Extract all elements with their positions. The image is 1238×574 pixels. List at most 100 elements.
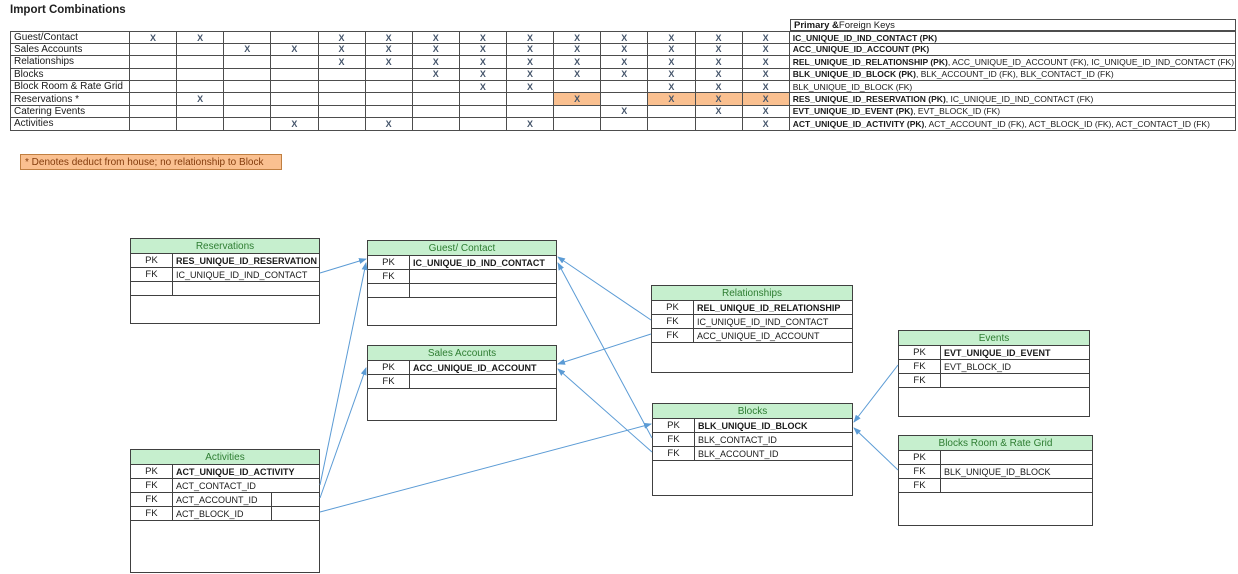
entity-row[interactable]: FK: [899, 478, 1092, 492]
matrix-cell[interactable]: [601, 93, 649, 106]
matrix-cell[interactable]: X: [177, 93, 225, 106]
matrix-cell[interactable]: [318, 105, 366, 119]
matrix-cell[interactable]: X: [648, 31, 696, 44]
matrix-key-cell[interactable]: EVT_UNIQUE_ID_EVENT (PK), EVT_BLOCK_ID (…: [789, 105, 1236, 119]
matrix-cell[interactable]: X: [695, 93, 743, 106]
matrix-cell[interactable]: [412, 80, 460, 94]
matrix-cell[interactable]: [224, 118, 272, 131]
matrix-cell[interactable]: [365, 93, 413, 106]
matrix-cell[interactable]: X: [554, 31, 602, 44]
matrix-cell[interactable]: [130, 118, 178, 131]
matrix-cell[interactable]: X: [554, 68, 602, 81]
matrix-cell[interactable]: X: [412, 31, 460, 44]
matrix-cell[interactable]: [271, 56, 319, 69]
entity-row[interactable]: PK: [899, 450, 1092, 464]
matrix-cell[interactable]: X: [271, 43, 319, 57]
matrix-cell[interactable]: [648, 118, 696, 131]
matrix-cell[interactable]: X: [648, 80, 696, 94]
matrix-cell[interactable]: X: [507, 118, 555, 131]
matrix-key-cell[interactable]: REL_UNIQUE_ID_RELATIONSHIP (PK), ACC_UNI…: [789, 56, 1236, 69]
matrix-key-cell[interactable]: RES_UNIQUE_ID_RESERVATION (PK), IC_UNIQU…: [789, 93, 1236, 106]
matrix-cell[interactable]: X: [648, 43, 696, 57]
matrix-cell[interactable]: X: [742, 43, 790, 57]
matrix-cell[interactable]: [224, 31, 272, 44]
matrix-cell[interactable]: X: [459, 31, 507, 44]
matrix-cell[interactable]: X: [742, 31, 790, 44]
matrix-cell[interactable]: [412, 105, 460, 119]
matrix-cell[interactable]: X: [412, 68, 460, 81]
matrix-cell[interactable]: [459, 118, 507, 131]
relationship-arrow[interactable]: [319, 367, 367, 499]
matrix-key-cell[interactable]: IC_UNIQUE_ID_IND_CONTACT (PK): [789, 31, 1236, 44]
matrix-row-label[interactable]: Reservations *: [10, 93, 130, 106]
matrix-cell[interactable]: [130, 105, 178, 119]
matrix-cell[interactable]: X: [412, 56, 460, 69]
matrix-cell[interactable]: [318, 93, 366, 106]
matrix-cell[interactable]: X: [601, 105, 649, 119]
matrix-cell[interactable]: [177, 118, 225, 131]
matrix-cell[interactable]: X: [695, 43, 743, 57]
matrix-row-label[interactable]: Catering Events: [10, 105, 130, 119]
matrix-cell[interactable]: X: [648, 56, 696, 69]
matrix-cell[interactable]: X: [601, 56, 649, 69]
matrix-cell[interactable]: X: [365, 43, 413, 57]
matrix-cell[interactable]: [130, 43, 178, 57]
matrix-cell[interactable]: X: [695, 68, 743, 81]
matrix-cell[interactable]: [271, 31, 319, 44]
matrix-cell[interactable]: X: [507, 68, 555, 81]
entity-row[interactable]: FK: [368, 269, 556, 283]
matrix-cell[interactable]: [648, 105, 696, 119]
matrix-cell[interactable]: [554, 118, 602, 131]
matrix-cell[interactable]: X: [507, 80, 555, 94]
matrix-cell[interactable]: X: [507, 43, 555, 57]
matrix-cell[interactable]: X: [365, 118, 413, 131]
relationship-arrow[interactable]: [557, 256, 652, 321]
matrix-cell[interactable]: [318, 68, 366, 81]
matrix-cell[interactable]: [507, 105, 555, 119]
relationship-arrow[interactable]: [557, 368, 653, 453]
matrix-cell[interactable]: [318, 80, 366, 94]
matrix-cell[interactable]: X: [365, 31, 413, 44]
matrix-cell[interactable]: [365, 105, 413, 119]
matrix-cell[interactable]: X: [507, 56, 555, 69]
matrix-cell[interactable]: X: [742, 118, 790, 131]
matrix-cell[interactable]: [271, 93, 319, 106]
relationship-arrow[interactable]: [853, 364, 899, 423]
matrix-cell[interactable]: X: [742, 68, 790, 81]
matrix-cell[interactable]: X: [695, 31, 743, 44]
matrix-cell[interactable]: X: [554, 93, 602, 106]
matrix-cell[interactable]: X: [554, 56, 602, 69]
matrix-cell[interactable]: [130, 93, 178, 106]
matrix-cell[interactable]: [130, 68, 178, 81]
matrix-cell[interactable]: [130, 80, 178, 94]
matrix-cell[interactable]: [695, 118, 743, 131]
matrix-cell[interactable]: X: [318, 43, 366, 57]
matrix-key-cell[interactable]: BLK_UNIQUE_ID_BLOCK (FK): [789, 80, 1236, 94]
matrix-cell[interactable]: X: [459, 80, 507, 94]
matrix-cell[interactable]: [271, 105, 319, 119]
matrix-cell[interactable]: [318, 118, 366, 131]
matrix-cell[interactable]: [224, 56, 272, 69]
matrix-cell[interactable]: X: [601, 31, 649, 44]
matrix-cell[interactable]: X: [742, 93, 790, 106]
matrix-cell[interactable]: X: [742, 105, 790, 119]
matrix-cell[interactable]: [177, 43, 225, 57]
matrix-cell[interactable]: [224, 105, 272, 119]
matrix-cell[interactable]: X: [459, 56, 507, 69]
matrix-cell[interactable]: X: [130, 31, 178, 44]
matrix-cell[interactable]: [412, 93, 460, 106]
matrix-cell[interactable]: [459, 93, 507, 106]
matrix-cell[interactable]: [177, 105, 225, 119]
